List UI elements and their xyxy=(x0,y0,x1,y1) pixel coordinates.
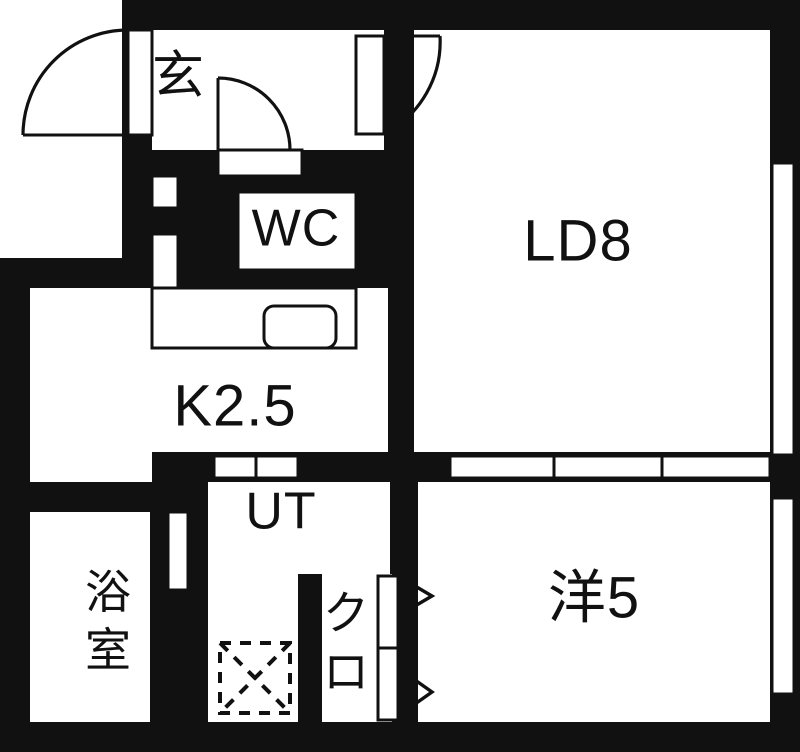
room-bathroom xyxy=(30,512,150,722)
closet-fold-arrow-lower xyxy=(397,666,435,718)
ut-panel-2[interactable] xyxy=(254,454,300,480)
bath-door-fold-arrow xyxy=(150,511,170,585)
label-wc: WC xyxy=(252,200,341,258)
label-kitchen: K2.5 xyxy=(173,373,296,438)
ut-top-door-panels[interactable] xyxy=(212,454,300,480)
room-western xyxy=(418,482,770,722)
ld-door-leaf[interactable] xyxy=(354,34,386,136)
label-bathroom-line1: 浴 xyxy=(85,566,131,618)
ld-door-swing-arc xyxy=(383,35,442,136)
sliding-panel-3[interactable] xyxy=(660,454,772,480)
closet-door-leaf-lower[interactable] xyxy=(376,646,400,722)
label-closet-line1: ク xyxy=(323,587,369,639)
label-ld8: LD8 xyxy=(523,208,632,273)
kitchen-sink xyxy=(262,304,338,350)
closet-folding-doors[interactable] xyxy=(376,574,436,722)
closet-fold-arrow-upper xyxy=(397,574,436,618)
sliding-panel-1[interactable] xyxy=(448,454,556,480)
entrance-door-swing-arc xyxy=(21,28,129,136)
ut-panel-1[interactable] xyxy=(212,454,258,480)
bathroom-folding-door[interactable] xyxy=(150,510,190,592)
room-wc xyxy=(238,192,356,270)
entrance-door-leaf[interactable] xyxy=(126,28,154,137)
entrance-door[interactable] xyxy=(21,28,154,137)
room-ld8 xyxy=(414,30,770,452)
room-genkan xyxy=(152,30,384,150)
label-ut: UT xyxy=(245,483,316,541)
washer-outline xyxy=(218,641,292,715)
bath-door-leaf[interactable] xyxy=(166,510,190,592)
washing-machine-space xyxy=(218,641,292,715)
room-interiors xyxy=(30,30,770,722)
sink-basin xyxy=(262,304,338,350)
label-western-room: 洋5 xyxy=(548,565,640,630)
wc-door-leaf[interactable] xyxy=(216,148,304,178)
wc-door-swing-arc xyxy=(217,76,292,151)
interior-outlines xyxy=(150,174,358,350)
label-genkan: 玄 xyxy=(152,48,204,106)
room-labels: 玄 WC LD8 K2.5 UT 浴 室 ク ロ 洋5 xyxy=(85,48,640,698)
ld-to-room-sliding-doors[interactable] xyxy=(448,454,772,480)
ld-door[interactable] xyxy=(354,34,442,136)
window-western-room xyxy=(770,496,796,696)
closet-door-leaf-upper[interactable] xyxy=(376,574,400,650)
windows xyxy=(770,161,796,696)
window-living-dining xyxy=(770,161,796,457)
wc-door[interactable] xyxy=(216,76,304,178)
label-closet-line2: ロ xyxy=(323,646,369,698)
sliding-panel-2[interactable] xyxy=(552,454,664,480)
label-bathroom-line2: 室 xyxy=(85,624,131,676)
